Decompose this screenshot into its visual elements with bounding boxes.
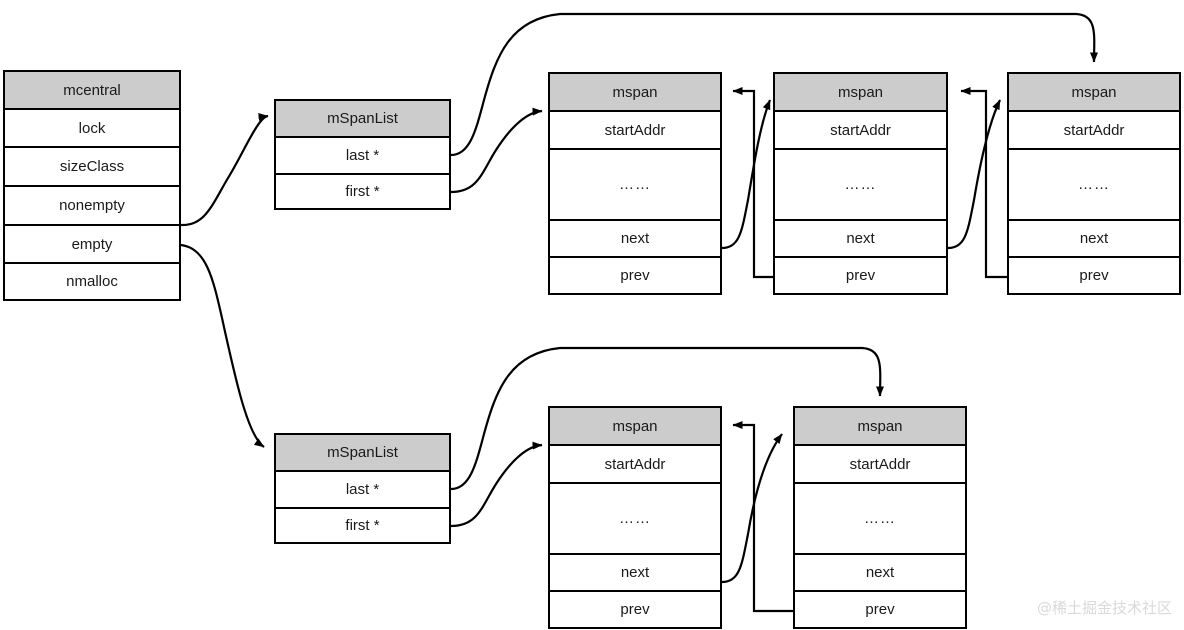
mcentral-field-nonempty: nonempty [5, 187, 179, 226]
mcentral-field-sizeclass: sizeClass [5, 148, 179, 187]
mspanlist-field-first: first * [276, 509, 449, 542]
mspan-field-ellipsis: …… [775, 150, 946, 221]
edge-top-span2-prev-to-span1 [732, 87, 773, 279]
mcentral-field-nmalloc: nmalloc [5, 264, 179, 299]
mspan-field-next: next [550, 221, 720, 258]
mspanlist-box-empty: mSpanList last * first * [274, 433, 451, 544]
mspan-box: mspan startAddr …… next prev [773, 72, 948, 295]
edge-top-first-to-span1 [450, 107, 543, 194]
mspanlist-header: mSpanList [276, 435, 449, 472]
mcentral-field-lock: lock [5, 110, 179, 148]
mspan-field-startaddr: startAddr [775, 112, 946, 150]
mspan-field-prev: prev [550, 592, 720, 627]
mspan-field-prev: prev [550, 258, 720, 293]
mcentral-field-empty: empty [5, 226, 179, 264]
edge-top-span3-prev-to-span2 [960, 87, 1007, 279]
mspanlist-field-first: first * [276, 175, 449, 208]
mspan-field-startaddr: startAddr [550, 112, 720, 150]
mspanlist-box-nonempty: mSpanList last * first * [274, 99, 451, 210]
mspan-field-ellipsis: …… [550, 150, 720, 221]
mspanlist-header: mSpanList [276, 101, 449, 138]
mspan-field-startaddr: startAddr [550, 446, 720, 484]
mspanlist-field-last: last * [276, 138, 449, 175]
watermark: @稀土掘金技术社区 [1036, 599, 1172, 617]
edge-top-span2-next-to-span3 [947, 99, 1001, 250]
mspan-header: mspan [795, 408, 965, 446]
mspan-header: mspan [550, 74, 720, 112]
mspan-field-prev: prev [775, 258, 946, 293]
mspan-field-next: next [1009, 221, 1179, 258]
mspan-box: mspan startAddr …… next prev [548, 72, 722, 295]
mspan-field-next: next [775, 221, 946, 258]
mspan-field-startaddr: startAddr [795, 446, 965, 484]
edge-top-span1-next-to-span2 [721, 99, 772, 250]
mspan-header: mspan [775, 74, 946, 112]
mspan-field-prev: prev [1009, 258, 1179, 293]
mcentral-box: mcentral lock sizeClass nonempty empty n… [3, 70, 181, 301]
mspan-header: mspan [1009, 74, 1179, 112]
edge-bottom-span2-prev-to-span1 [732, 421, 793, 613]
mspanlist-field-last: last * [276, 472, 449, 509]
mspan-header: mspan [550, 408, 720, 446]
mspan-field-startaddr: startAddr [1009, 112, 1179, 150]
mspan-field-ellipsis: …… [550, 484, 720, 555]
edge-empty-to-mspanlist [180, 243, 265, 448]
mcentral-header: mcentral [5, 72, 179, 110]
mspan-field-ellipsis: …… [1009, 150, 1179, 221]
mspan-box: mspan startAddr …… next prev [548, 406, 722, 629]
mspan-field-next: next [550, 555, 720, 592]
mspan-field-next: next [795, 555, 965, 592]
mspan-field-prev: prev [795, 592, 965, 627]
edge-bottom-first-to-span1 [450, 441, 543, 528]
mspan-box: mspan startAddr …… next prev [1007, 72, 1181, 295]
mspan-box: mspan startAddr …… next prev [793, 406, 967, 629]
mspan-field-ellipsis: …… [795, 484, 965, 555]
edge-bottom-span1-next-to-span2 [721, 433, 783, 584]
edge-nonempty-to-mspanlist [180, 112, 269, 227]
